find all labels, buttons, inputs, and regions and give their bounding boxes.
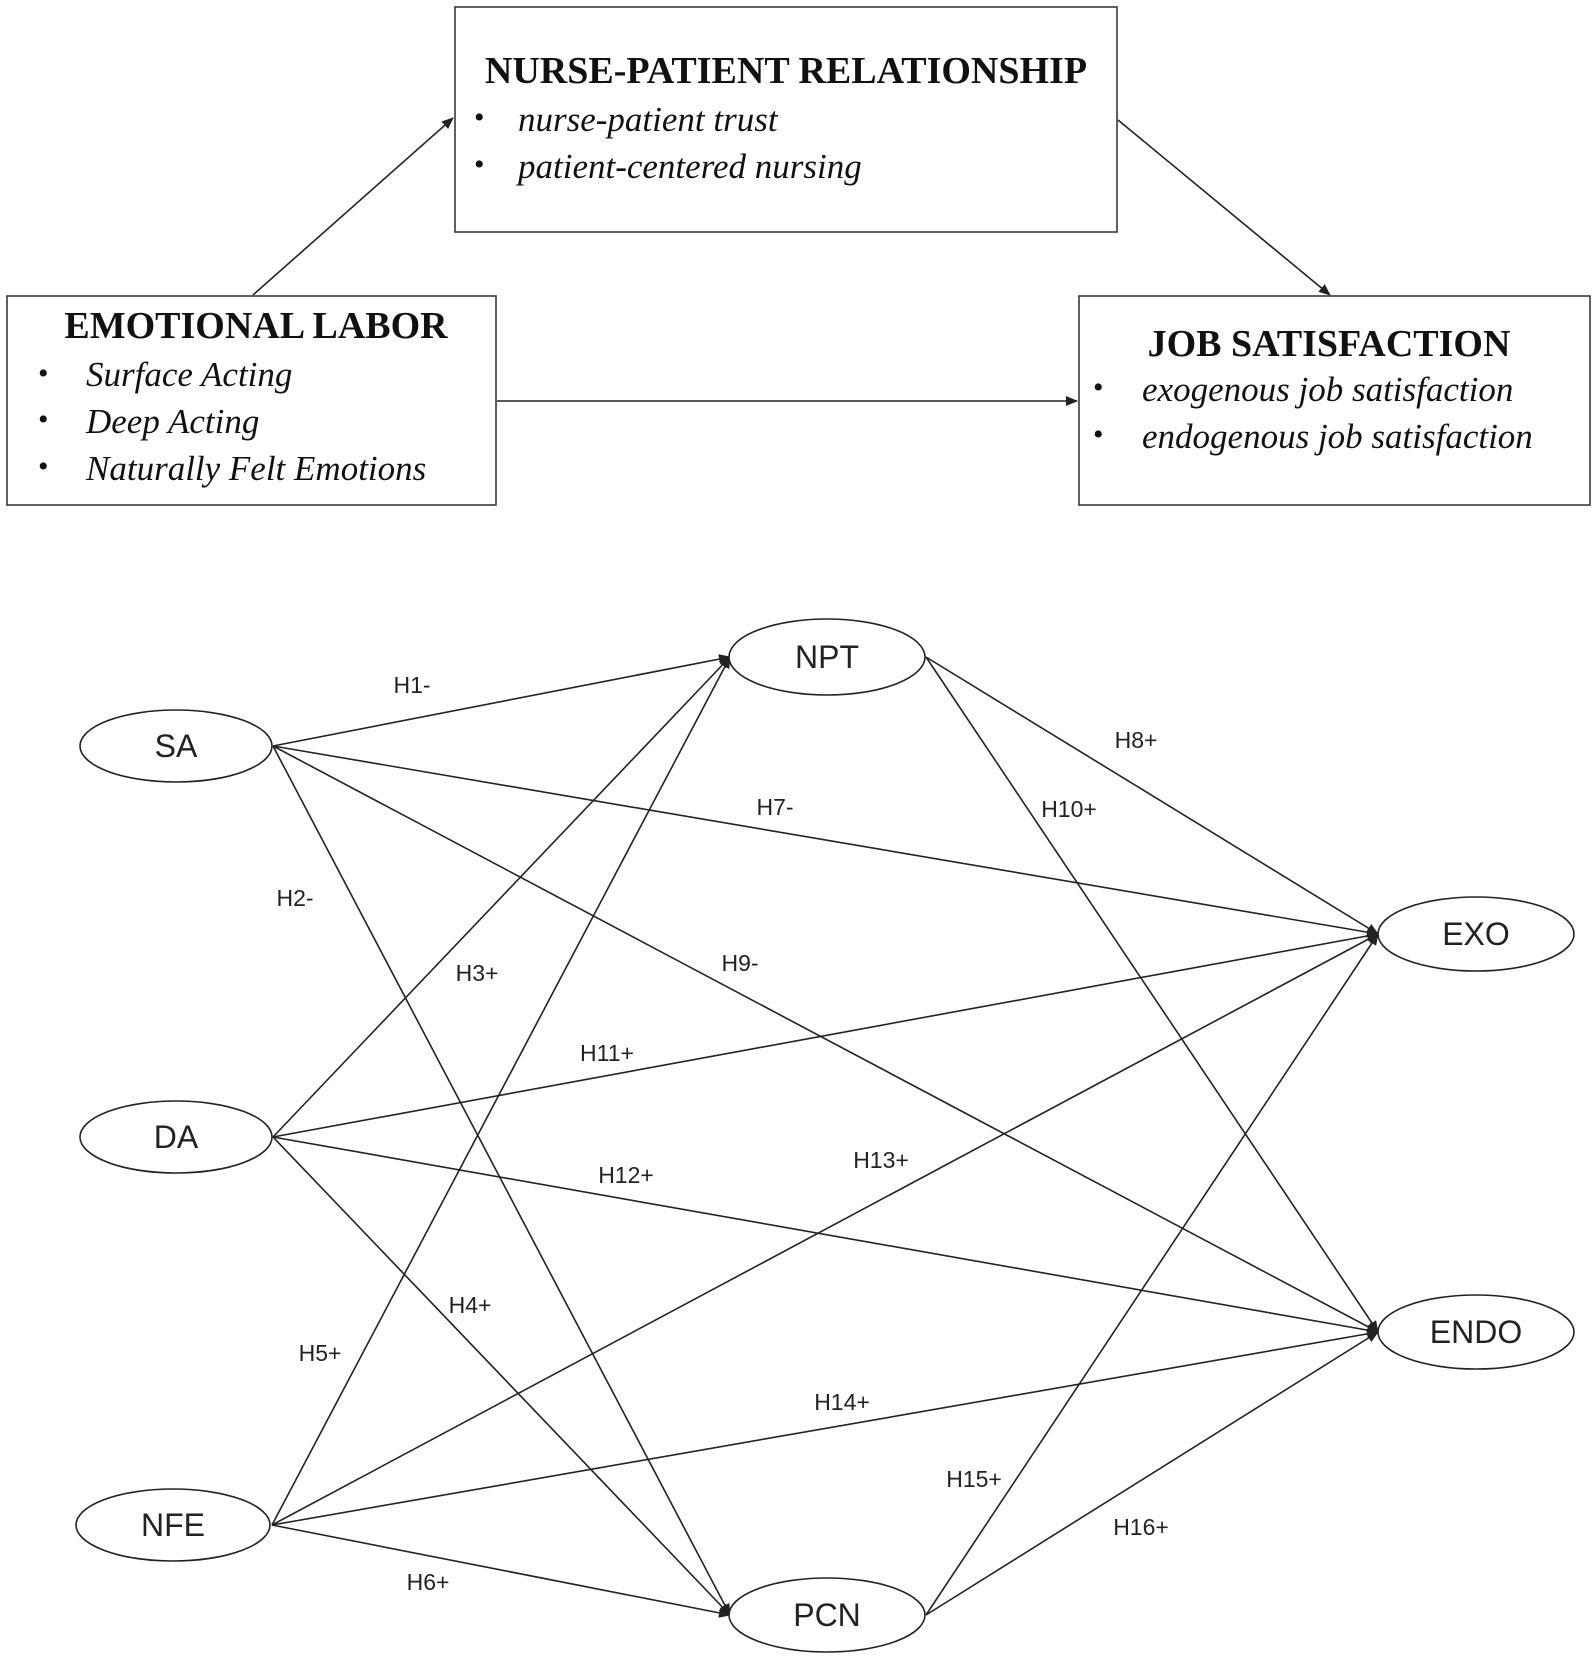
node-label: ENDO bbox=[1430, 1314, 1522, 1350]
path-sa-to-exo bbox=[272, 745, 1379, 938]
node-nfe: NFE bbox=[75, 1488, 271, 1562]
arrow-npr-to-js bbox=[1117, 119, 1331, 296]
node-ellipse bbox=[728, 618, 926, 696]
path-sa-to-pcn bbox=[272, 745, 731, 1616]
model-paths bbox=[271, 654, 1379, 1618]
box-item: exogenous job satisfaction bbox=[1142, 370, 1513, 409]
node-label: NPT bbox=[795, 639, 859, 675]
bullet-icon: • bbox=[1093, 418, 1104, 451]
hypothesis-label: H7- bbox=[756, 794, 793, 820]
nurse-patient-relationship-box: NURSE-PATIENT RELATIONSHIP • nurse-patie… bbox=[454, 6, 1118, 233]
node-ellipse bbox=[1377, 896, 1575, 972]
hypothesis-label: H16+ bbox=[1113, 1514, 1169, 1540]
hypothesis-label: H1- bbox=[393, 672, 430, 698]
path-da-to-exo bbox=[272, 931, 1379, 1138]
box-item: nurse-patient trust bbox=[518, 100, 779, 139]
hypothesis-label: H9- bbox=[721, 950, 758, 976]
hypothesis-label: H3+ bbox=[456, 960, 499, 986]
node-label: DA bbox=[154, 1119, 199, 1155]
box-frame bbox=[454, 6, 1118, 233]
hypothesis-label: H14+ bbox=[814, 1389, 870, 1415]
path-pcn-to-exo bbox=[925, 933, 1379, 1616]
path-npt-to-endo bbox=[925, 656, 1379, 1333]
bullet-icon: • bbox=[38, 450, 49, 483]
job-satisfaction-box: JOB SATISFACTION • exogenous job satisfa… bbox=[1078, 295, 1591, 506]
emotional-labor-box: EMOTIONAL LABOR • Surface Acting • Deep … bbox=[6, 295, 497, 506]
box-item: Deep Acting bbox=[85, 402, 259, 441]
hypothesis-label: H10+ bbox=[1041, 796, 1097, 822]
path-da-to-endo bbox=[272, 1136, 1379, 1336]
node-ellipse bbox=[79, 1100, 273, 1174]
node-ellipse bbox=[1377, 1294, 1575, 1370]
box-title: EMOTIONAL LABOR bbox=[64, 305, 448, 347]
bullet-icon: • bbox=[38, 403, 49, 436]
path-nfe-to-pcn bbox=[271, 1524, 731, 1618]
path-da-to-pcn bbox=[272, 1136, 731, 1616]
bullet-icon: • bbox=[38, 357, 49, 390]
node-ellipse bbox=[728, 1577, 926, 1653]
hypothesis-label: H12+ bbox=[598, 1162, 654, 1188]
path-pcn-to-endo bbox=[925, 1331, 1379, 1616]
node-label: SA bbox=[155, 728, 198, 764]
path-sa-to-endo bbox=[272, 745, 1379, 1333]
node-da: DA bbox=[79, 1100, 273, 1174]
hypothesis-label: H4+ bbox=[449, 1292, 492, 1318]
hypothesis-label: H15+ bbox=[946, 1466, 1002, 1492]
hypothesis-label: H11+ bbox=[580, 1040, 634, 1066]
box-item: Surface Acting bbox=[86, 355, 292, 394]
arrow-el-to-npr bbox=[252, 117, 454, 296]
box-item: Naturally Felt Emotions bbox=[85, 449, 426, 488]
box-title: NURSE-PATIENT RELATIONSHIP bbox=[485, 50, 1087, 92]
box-item: endogenous job satisfaction bbox=[1142, 417, 1533, 456]
bullet-icon: • bbox=[474, 101, 485, 134]
path-sa-to-npt bbox=[272, 654, 731, 747]
node-ellipse bbox=[79, 709, 273, 783]
hypothesis-label: H8+ bbox=[1115, 727, 1158, 753]
bullet-icon: • bbox=[474, 148, 485, 181]
node-exo: EXO bbox=[1377, 896, 1575, 972]
hypothesis-label: H5+ bbox=[299, 1340, 342, 1366]
path-nfe-to-npt bbox=[271, 656, 731, 1526]
path-npt-to-exo bbox=[925, 656, 1379, 935]
hypothesis-label: H6+ bbox=[407, 1569, 450, 1595]
model-nodes: SA DA NFE NPT PCN EXO ENDO bbox=[75, 618, 1575, 1653]
hypothesis-label: H2- bbox=[276, 885, 313, 911]
node-npt: NPT bbox=[728, 618, 926, 696]
path-nfe-to-exo bbox=[271, 933, 1379, 1526]
box-frame bbox=[1078, 295, 1591, 506]
node-ellipse bbox=[75, 1488, 271, 1562]
framework-arrows bbox=[252, 117, 1331, 406]
box-title: JOB SATISFACTION bbox=[1148, 323, 1511, 365]
box-frame bbox=[6, 295, 497, 506]
bullet-icon: • bbox=[1093, 371, 1104, 404]
path-nfe-to-endo bbox=[271, 1328, 1379, 1526]
hypothesis-labels: H1- H2- H3+ H4+ H5+ H6+ H7- H8+ H9- H10+ H11+ H12+ H… bbox=[276, 672, 1168, 1595]
hypothesis-label: H13+ bbox=[853, 1147, 909, 1173]
node-endo: ENDO bbox=[1377, 1294, 1575, 1370]
node-label: EXO bbox=[1442, 916, 1510, 952]
node-label: PCN bbox=[793, 1597, 861, 1633]
path-da-to-npt bbox=[272, 656, 731, 1138]
box-item: patient-centered nursing bbox=[515, 147, 862, 186]
node-sa: SA bbox=[79, 709, 273, 783]
node-label: NFE bbox=[141, 1507, 205, 1543]
node-pcn: PCN bbox=[728, 1577, 926, 1653]
